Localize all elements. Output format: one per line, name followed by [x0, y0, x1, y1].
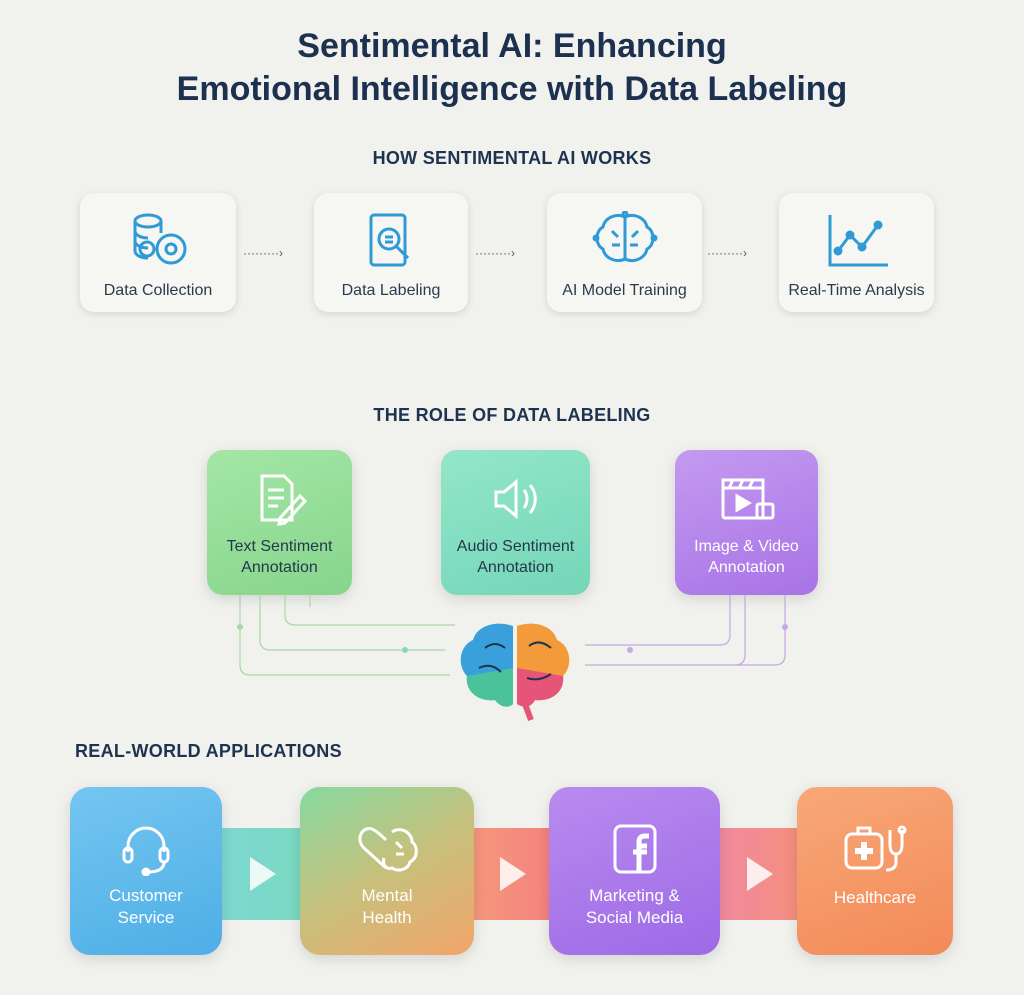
app-label: Healthcare [833, 888, 917, 907]
app-label: Marketing &Social Media [585, 886, 684, 927]
section-role-heading: THE ROLE OF DATA LABELING [373, 405, 651, 425]
connector [712, 828, 807, 920]
colorful-brain-icon [460, 623, 570, 722]
video-clapper-icon [721, 478, 774, 520]
document-search-icon [369, 213, 410, 267]
arrow-icon: ·········› [475, 246, 515, 260]
arrow-icon: ·········› [707, 246, 747, 260]
line-chart-icon [828, 215, 888, 267]
section-apps-heading: REAL-WORLD APPLICATIONS [75, 741, 342, 761]
connector [215, 828, 310, 920]
arrow-icon: ·········› [243, 246, 283, 260]
play-arrow-icon [250, 857, 276, 891]
app-marketing-social-media: Marketing &Social Media [549, 787, 720, 955]
section-how-heading: HOW SENTIMENTAL AI WORKS [372, 148, 652, 168]
step-label: Data Labeling [341, 282, 441, 299]
connector-lines [237, 595, 788, 676]
connector [465, 828, 560, 920]
play-arrow-icon [747, 857, 773, 891]
play-arrow-icon [500, 857, 526, 891]
step-real-time-analysis: Real-Time Analysis [779, 193, 934, 312]
medical-kit-icon [844, 825, 907, 872]
app-healthcare: Healthcare [797, 787, 953, 955]
speaker-icon [494, 478, 537, 520]
step-ai-model-training: AI Model Training [547, 193, 702, 312]
database-icon [133, 213, 187, 265]
step-data-collection: Data Collection [80, 193, 236, 312]
step-label: AI Model Training [562, 282, 687, 299]
brain-circuit-icon [592, 210, 657, 263]
text-edit-icon [260, 474, 307, 526]
step-label: Data Collection [103, 282, 213, 299]
facebook-icon [613, 824, 656, 874]
step-data-labeling: Data Labeling [314, 193, 468, 312]
heart-brain-icon [358, 827, 418, 872]
headset-icon [122, 826, 170, 877]
step-label: Real-Time Analysis [788, 282, 925, 299]
